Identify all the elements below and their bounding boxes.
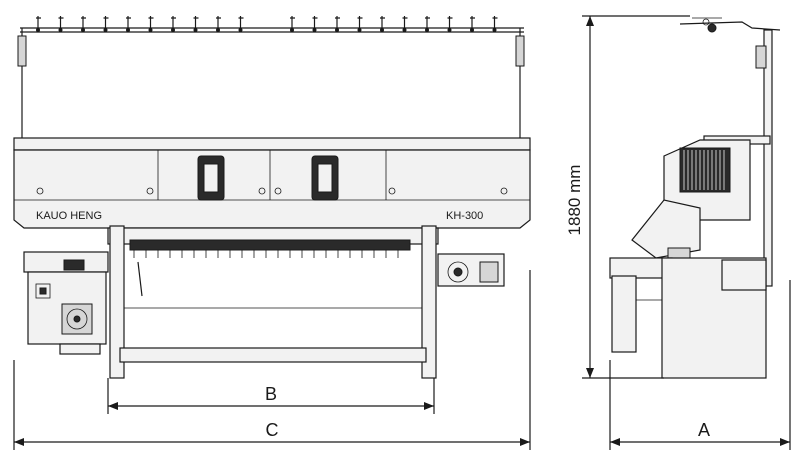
side-yarn-feeder	[679, 21, 781, 31]
front-view: KAUO HENG KH-300	[13, 16, 531, 379]
rack-post-cap-left	[17, 35, 27, 67]
frame-bottom-bar	[119, 347, 427, 363]
dimension-c-label: C	[266, 420, 279, 440]
needle-comb	[129, 239, 411, 251]
frame-leg-right	[421, 225, 437, 379]
side-motor	[721, 259, 767, 291]
side-view	[609, 17, 781, 379]
dimension-height-label: 1880 mm	[565, 165, 584, 236]
brand-label: KAUO HENG	[36, 210, 102, 222]
side-rack-post	[763, 29, 773, 287]
top-rail	[13, 137, 531, 151]
power-switch	[35, 283, 51, 299]
dimension-a-label: A	[698, 420, 710, 440]
take-down-lever	[137, 261, 143, 297]
yarn-guides	[36, 16, 498, 32]
upper-cabinet	[13, 149, 531, 229]
dimension-b-label: B	[265, 384, 277, 404]
side-front-leg	[611, 275, 637, 353]
frame-leg-left	[109, 225, 125, 379]
side-cam-box	[679, 147, 731, 193]
needles	[133, 250, 399, 258]
side-needle-bed	[631, 199, 701, 259]
model-label: KH-300	[446, 210, 483, 222]
dimension-lines: B C A 1880 mm	[13, 15, 791, 450]
rack-post-cap-right	[515, 35, 525, 67]
